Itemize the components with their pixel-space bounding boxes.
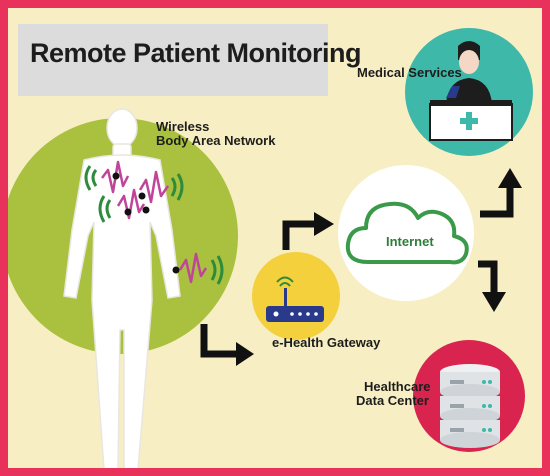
human-body-icon	[63, 108, 181, 468]
sensor-signal-icon	[178, 252, 224, 285]
datacenter-label: Healthcare Data Center	[356, 380, 430, 407]
arrow-body-to-gateway	[200, 324, 240, 358]
arrow-internet-to-datacenter	[478, 260, 498, 296]
arrow-internet-to-datacenter-head	[482, 292, 506, 312]
sensor-node-dots	[112, 172, 180, 274]
wban-label-line2: Body Area Network	[156, 132, 276, 148]
internet-label: Internet	[386, 234, 434, 249]
arrow-internet-to-medical	[480, 184, 514, 218]
wban-label: Wireless Body Area Network	[156, 120, 275, 147]
cloud-icon	[345, 201, 469, 265]
arrow-gateway-to-internet-head	[314, 212, 334, 236]
arrow-gateway-to-internet	[282, 220, 318, 250]
server-stack-icon	[440, 364, 500, 448]
arrow-body-to-gateway-head	[236, 342, 254, 366]
datacenter-label-line1: Healthcare	[364, 379, 431, 394]
title-band	[18, 24, 328, 96]
gateway-label: e-Health Gateway	[272, 335, 381, 350]
sensor-signal-icon	[98, 188, 146, 223]
arrow-internet-to-medical-head	[498, 168, 522, 188]
page-title: Remote Patient Monitoring	[30, 38, 362, 68]
datacenter-label-line2: Data Center	[356, 392, 429, 408]
wban-label-line1: Wireless	[156, 119, 210, 134]
receptionist-icon	[429, 41, 513, 141]
gateway-circle	[252, 252, 340, 340]
medical-services-label: Medical Services	[357, 65, 462, 80]
sensor-signal-icon	[138, 170, 184, 204]
router-icon	[266, 276, 324, 322]
